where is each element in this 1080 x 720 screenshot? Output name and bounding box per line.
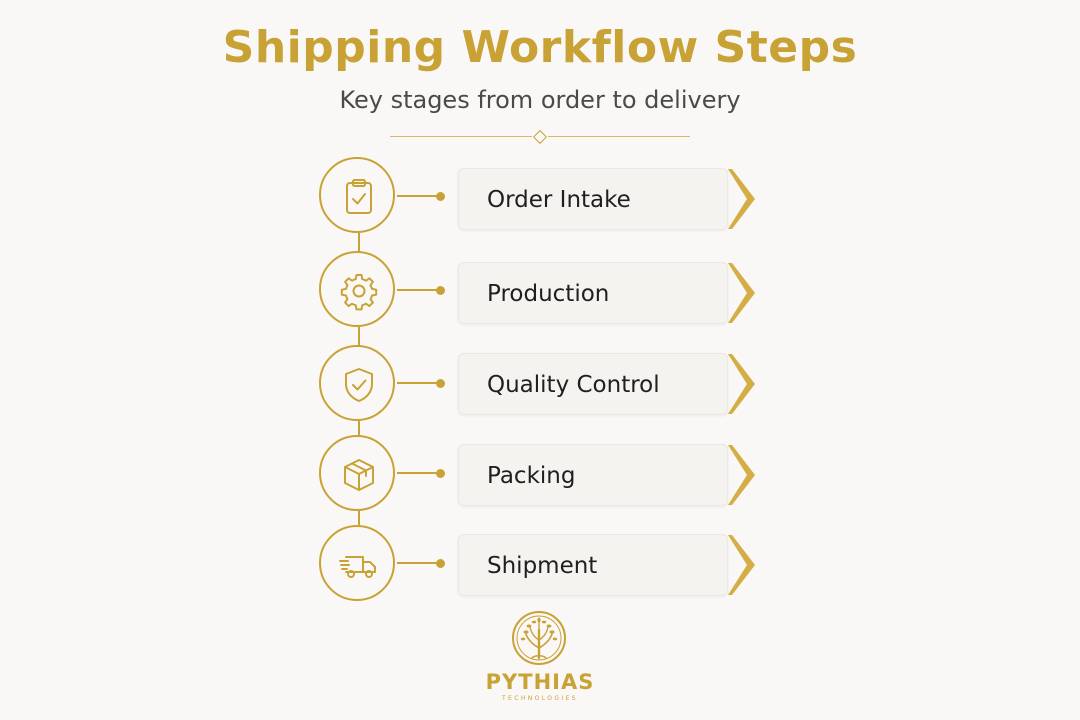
- step-4-connector-dot: [436, 468, 445, 478]
- step-card-production: Production: [458, 262, 728, 324]
- logo-tagline: TECHNOLOGIES: [501, 695, 579, 702]
- workflow-spine: [358, 421, 360, 435]
- step-2-connector-dot: [436, 285, 445, 295]
- chevron-right-icon: [728, 535, 755, 595]
- step-3-connector-dot: [436, 378, 445, 388]
- tree-emblem-icon: [512, 611, 566, 665]
- title-divider: [390, 128, 690, 146]
- step-card-quality-control: Quality Control: [458, 353, 728, 415]
- gear-icon: [340, 274, 378, 311]
- step-label: Order Intake: [487, 187, 631, 213]
- page-title: Shipping Workflow Steps: [222, 22, 858, 73]
- divider-line-left: [390, 136, 532, 137]
- workflow-spine: [358, 233, 360, 253]
- step-3-icon-circle: [319, 345, 395, 421]
- step-5-connector: [397, 562, 437, 564]
- step-card-shipment: Shipment: [458, 534, 728, 596]
- step-1-icon-circle: [319, 157, 395, 233]
- step-label: Shipment: [487, 553, 598, 579]
- step-1-connector-dot: [436, 191, 445, 201]
- step-3-connector: [397, 382, 437, 384]
- company-logo: PYTHIAS TECHNOLOGIES: [470, 608, 610, 706]
- step-2-connector: [397, 289, 437, 291]
- step-2-icon-circle: [319, 251, 395, 327]
- step-card-order-intake: Order Intake: [458, 168, 728, 230]
- delivery-truck-icon: [339, 556, 376, 578]
- workflow-spine: [358, 327, 360, 347]
- step-label: Packing: [487, 463, 576, 489]
- logo-wordmark: PYTHIAS: [485, 670, 595, 694]
- divider-diamond-icon: [532, 129, 548, 145]
- chevron-right-icon: [728, 263, 755, 323]
- divider-line-right: [548, 136, 690, 137]
- shield-check-icon: [345, 368, 373, 402]
- step-4-connector: [397, 472, 437, 474]
- chevron-right-icon: [728, 445, 755, 505]
- page-subtitle: Key stages from order to delivery: [339, 86, 741, 114]
- workflow-spine: [358, 511, 360, 525]
- step-label: Production: [487, 281, 610, 307]
- step-label: Quality Control: [487, 372, 660, 398]
- chevron-right-icon: [728, 169, 755, 229]
- clipboard-check-icon: [346, 179, 372, 214]
- step-5-connector-dot: [436, 558, 445, 568]
- chevron-right-icon: [728, 354, 755, 414]
- step-1-connector: [397, 195, 437, 197]
- step-card-packing: Packing: [458, 444, 728, 506]
- box-icon: [344, 459, 374, 491]
- step-4-icon-circle: [319, 435, 395, 511]
- step-5-icon-circle: [319, 525, 395, 601]
